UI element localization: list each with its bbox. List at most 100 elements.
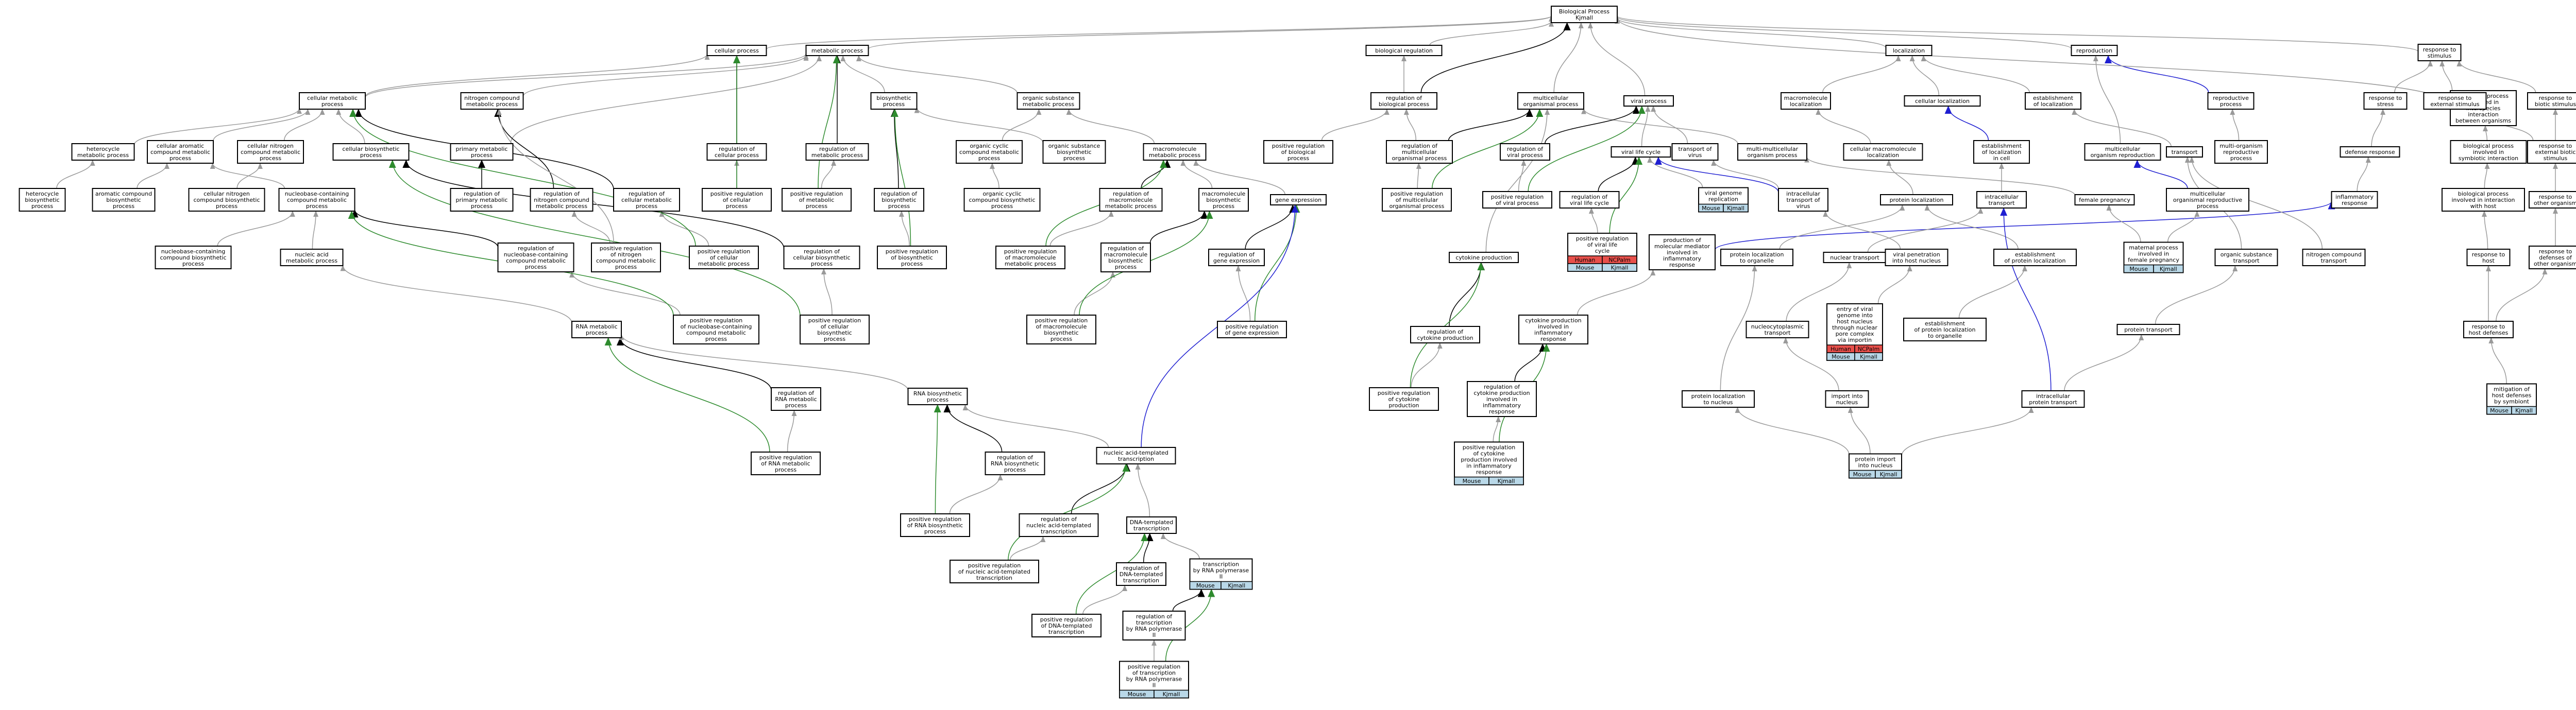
- term-node-transport[interactable]: transport: [2166, 146, 2203, 158]
- term-node-viral-process[interactable]: viral process: [1623, 95, 1674, 107]
- term-node-viral-life-cycle[interactable]: viral life cycle: [1611, 146, 1671, 158]
- term-node-cytokine-production[interactable]: cytokine production: [1449, 252, 1519, 263]
- term-node-protein-transport[interactable]: protein transport: [2116, 324, 2180, 335]
- term-node-nuclear-transport[interactable]: nuclear transport: [1823, 252, 1887, 263]
- term-node-metabolic-process[interactable]: metabolic process: [805, 45, 869, 56]
- term-node-female-pregnancy[interactable]: female pregnancy: [2074, 194, 2135, 205]
- term-node-biological-regulation[interactable]: biological regulation: [1365, 45, 1443, 56]
- term-node-protein-localization[interactable]: protein localization: [1880, 194, 1953, 205]
- term-node-cellular-process[interactable]: cellular process: [706, 45, 767, 56]
- term-node-defense-response[interactable]: defense response: [2340, 146, 2400, 158]
- term-node-reg-nucleobase-metabolic[interactable]: regulation ofnucleobase-containingcompou…: [497, 243, 574, 272]
